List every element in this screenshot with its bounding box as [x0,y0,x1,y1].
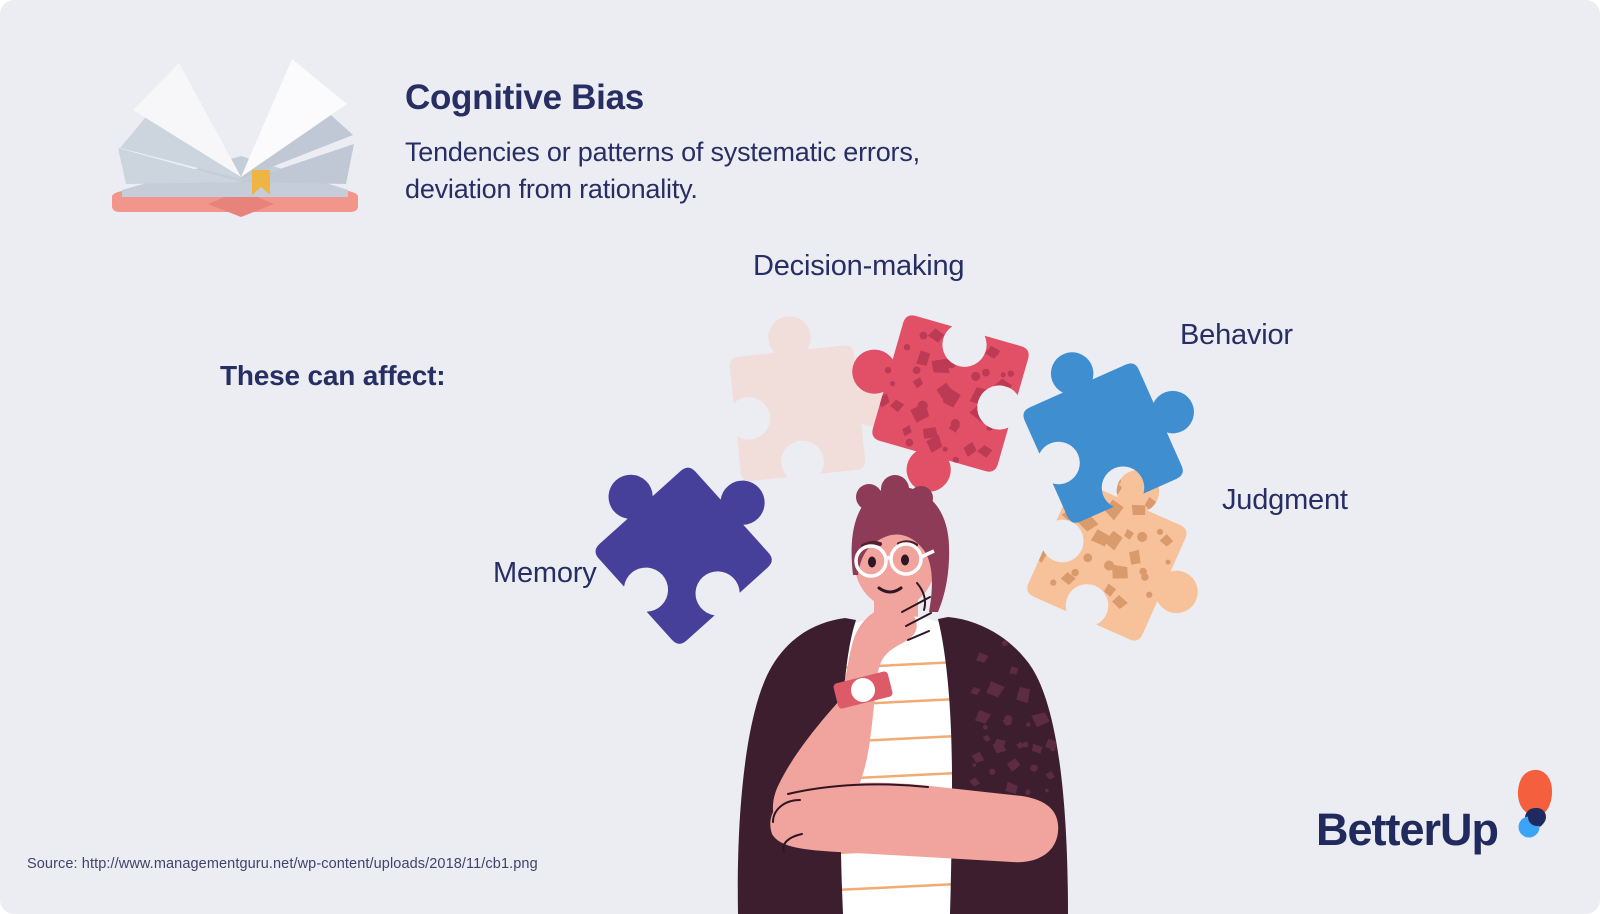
subtitle-line-2: deviation from rationality. [405,174,698,204]
logo-mark-navy-dot-overlap [1528,808,1546,826]
puzzle-piece-blush [725,306,901,482]
page-subtitle: Tendencies or patterns of systematic err… [405,134,920,208]
person-watch [833,671,893,709]
person-folded-forearm [770,782,1059,863]
person-hair [851,475,950,612]
label-behavior: Behavior [1180,319,1293,351]
open-book-icon [111,59,359,217]
source-attribution: Source: http://www.managementguru.net/wp… [27,856,538,872]
person-raised-arm [772,606,917,842]
label-decision-making: Decision-making [753,250,965,282]
person-glasses [854,542,935,578]
book-page-gray-left2 [118,148,241,184]
watch-face [851,678,875,702]
person-eyes [868,554,909,568]
subtitle-line-1: Tendencies or patterns of systematic err… [405,137,920,167]
affect-label: These can affect: [220,360,446,391]
betterup-logo-text: BetterUp [1316,804,1499,855]
betterup-logo-mark [1517,769,1553,838]
book-page-gray-left [120,106,241,179]
book-page-white-left [133,63,241,177]
logo-mark-orange-blob [1517,769,1553,817]
book-cover-notch [208,190,274,217]
person-cardigan-right [938,617,1068,914]
book-page-white-right [241,59,347,177]
label-judgment: Judgment [1222,484,1348,516]
person-hand-lines [772,783,929,853]
person-finger-lines [901,582,932,641]
person-smile [877,586,903,594]
label-memory: Memory [493,557,597,589]
page-title: Cognitive Bias [405,78,644,117]
puzzle-piece-judgment [1024,446,1236,658]
person-illustration [737,475,1068,914]
book-bookmark [252,170,270,195]
